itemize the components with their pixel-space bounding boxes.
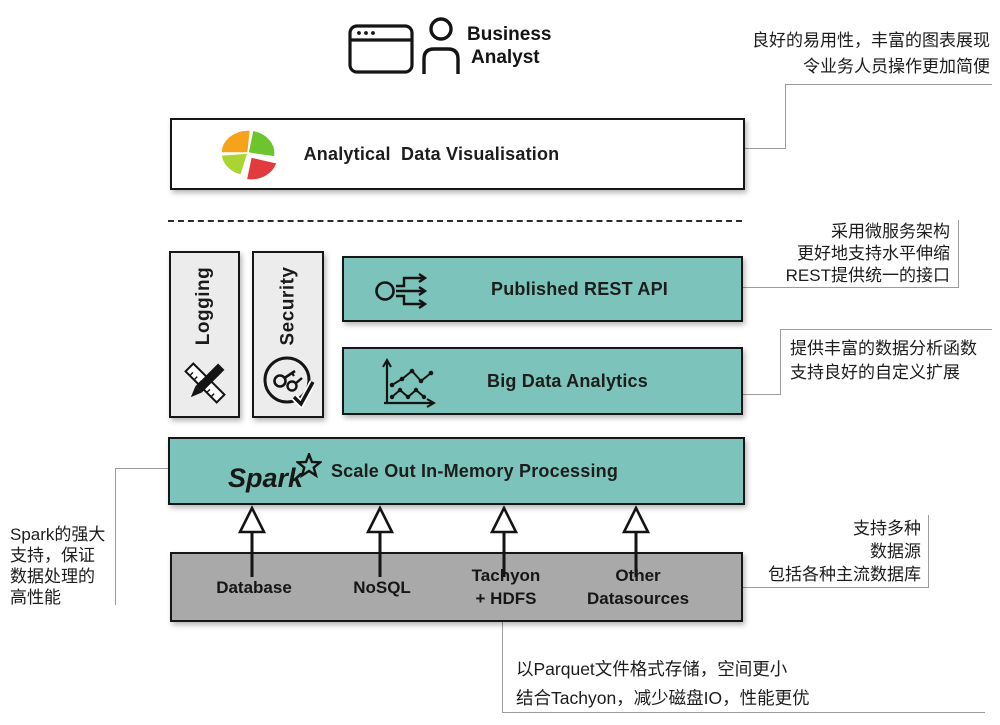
note-rest-line2: 更好地支持水平伸缩	[797, 244, 950, 263]
rest-callout-line-box	[743, 287, 959, 288]
note-spark-line2: 支持，保证	[10, 546, 95, 565]
note-rest-line3: REST提供统一的接口	[785, 266, 950, 285]
security-icon	[263, 356, 315, 408]
upward-arrow-nosql	[365, 505, 395, 577]
line-chart-icon	[382, 357, 437, 408]
note-spark: Spark的强大 支持，保证 数据处理的 高性能	[10, 524, 120, 608]
note-spark-line4: 高性能	[10, 588, 61, 607]
datasource-label: Database	[216, 577, 292, 597]
note-datasources: 支持多种 数据源 包括各种主流数据库	[720, 517, 921, 586]
viz-callout-line-vert	[785, 84, 786, 148]
note-analytics-line2: 支持良好的自定义扩展	[790, 363, 960, 382]
dashed-separator	[168, 220, 742, 222]
logging-label: Logging	[193, 266, 215, 345]
note-spark-line1: Spark的强大	[10, 525, 106, 544]
note-datasources-line2: 数据源	[870, 542, 921, 561]
note-spark-line3: 数据处理的	[10, 567, 95, 586]
analytics-box: Big Data Analytics	[342, 347, 743, 415]
spark-logo: Spark	[228, 453, 323, 493]
visualisation-box: Analytical Data Visualisation	[170, 118, 745, 190]
viz-callout-line-top	[785, 84, 992, 85]
analytics-label: Big Data Analytics	[487, 370, 648, 391]
datasource-item-nosql: NoSQL	[317, 554, 447, 620]
pie-chart-icon	[220, 129, 278, 181]
logging-icon	[183, 362, 226, 404]
note-visualisation-line2: 令业务人员操作更加简便	[803, 57, 990, 76]
datasource-callout-line-vert	[928, 515, 929, 587]
note-analytics-line1: 提供丰富的数据分析函数	[790, 339, 977, 358]
business-analyst-line2: Analyst	[471, 47, 540, 68]
datasource-label: Other	[615, 566, 661, 585]
spark-label: Scale Out In-Memory Processing	[330, 460, 619, 481]
datasource-item-other: Other Datasources	[573, 554, 703, 620]
rest-api-icon	[375, 273, 428, 309]
storage-callout-line-vert	[502, 622, 503, 712]
note-storage: 以Parquet文件格式存储，空间更小 结合Tachyon，减少磁盘IO，性能更…	[516, 655, 916, 713]
upward-arrow-database	[237, 505, 267, 577]
analytics-callout-line-top	[780, 329, 992, 330]
datasource-label: NoSQL	[353, 577, 411, 597]
datasource-box: Database NoSQL Tachyon + HDFS Other Data…	[170, 552, 743, 622]
spark-logo-text: Spark	[228, 463, 304, 493]
datasource-item-tachyon: Tachyon + HDFS	[441, 554, 571, 620]
note-rest-api: 采用微服务架构 更好地支持水平伸缩 REST提供统一的接口	[750, 221, 950, 287]
analytics-callout-line-box	[743, 394, 781, 395]
spark-callout-line-box	[115, 468, 169, 469]
analytics-callout-line-vert	[780, 329, 781, 394]
datasource-label: Tachyon	[471, 566, 541, 585]
spark-star-icon	[296, 453, 323, 479]
visualisation-label: Analytical Data Visualisation	[303, 143, 560, 164]
browser-window-icon	[348, 24, 414, 74]
note-visualisation-line1: 良好的易用性，丰富的图表展现	[752, 31, 990, 50]
note-analytics: 提供丰富的数据分析函数 支持良好的自定义扩展	[790, 337, 995, 385]
datasource-label2: Datasources	[586, 589, 690, 608]
note-storage-line1: 以Parquet文件格式存储，空间更小	[516, 659, 788, 679]
note-datasources-line3: 包括各种主流数据库	[768, 565, 921, 584]
security-box: Security	[252, 251, 324, 418]
security-label-wrap: Security	[254, 253, 322, 358]
datasource-item-database: Database	[189, 554, 319, 620]
note-datasources-line1: 支持多种	[853, 519, 921, 538]
security-label: Security	[277, 266, 299, 345]
logging-box: Logging	[169, 251, 240, 418]
note-visualisation: 良好的易用性，丰富的图表展现 令业务人员操作更加简便	[738, 28, 990, 80]
rest-api-label: Published REST API	[491, 278, 668, 299]
logging-label-wrap: Logging	[171, 253, 238, 358]
datasource-label2: + HDFS	[475, 589, 537, 608]
rest-api-box: Published REST API	[342, 256, 743, 322]
viz-callout-line-box	[745, 148, 786, 149]
upward-arrow-tachyon	[489, 505, 519, 577]
business-analyst-label: Business Analyst	[467, 23, 551, 69]
rest-callout-line-vert	[958, 220, 959, 288]
note-rest-line1: 采用微服务架构	[831, 222, 950, 241]
person-icon	[422, 17, 460, 74]
upward-arrow-other	[621, 505, 651, 577]
spark-box: Spark Scale Out In-Memory Processing	[168, 437, 745, 505]
datasource-callout-line-box	[743, 587, 929, 588]
spark-callout-line-vert	[115, 468, 116, 605]
business-analyst-line1: Business	[467, 24, 552, 45]
note-storage-line2: 结合Tachyon，减少磁盘IO，性能更优	[516, 688, 810, 708]
storage-callout-line-bottom	[502, 712, 985, 713]
